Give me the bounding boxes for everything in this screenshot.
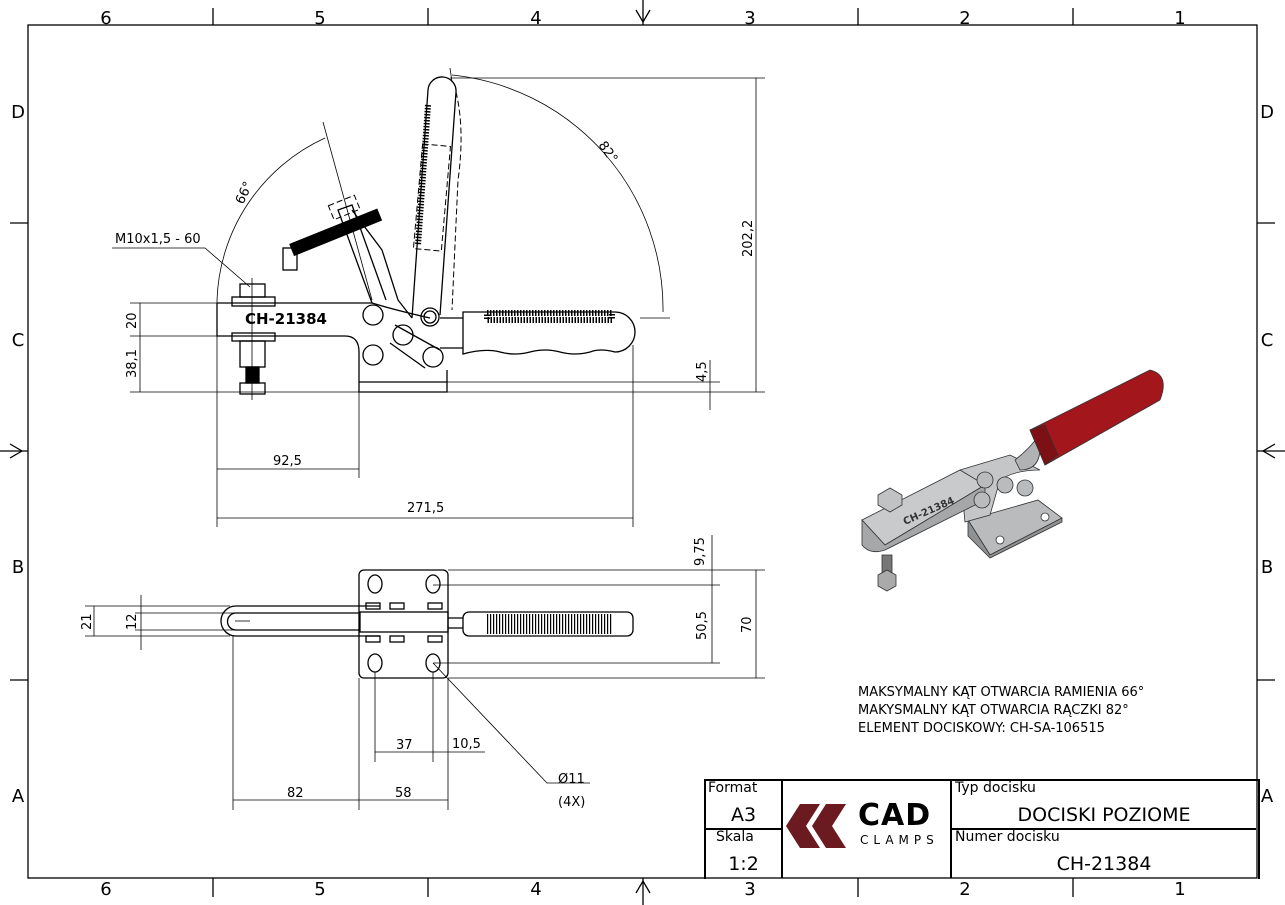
note-handle-angle: MAKYSMALNY KĄT OTWARCIA RĄCZKI 82° xyxy=(858,703,1129,718)
dim-hole-edge: 10,5 xyxy=(452,737,481,752)
spindle-bolt xyxy=(231,278,276,400)
drawing-frame xyxy=(27,24,1258,879)
arm-angle-arc xyxy=(216,137,326,301)
dim-hole-spacing-y: 50,5 xyxy=(695,611,710,640)
zone-col-6-bottom: 6 xyxy=(100,879,111,900)
mounting-holes xyxy=(367,574,441,673)
handle-angle-label: 82° xyxy=(595,139,621,166)
dim-overall-length: 271,5 xyxy=(407,501,444,516)
side-dimension-lines xyxy=(130,77,765,527)
zone-col-5-bottom: 5 xyxy=(314,879,325,900)
format-label: Format xyxy=(708,780,758,796)
arm-open-position xyxy=(282,194,413,319)
side-view: CH-21384 xyxy=(112,67,765,527)
note-clamp-element: ELEMENT DOCISKOWY: CH-SA-106515 xyxy=(858,721,1105,736)
zone-row-d-right: D xyxy=(1260,102,1274,123)
pivot-pins xyxy=(362,302,444,369)
zone-col-1-bottom: 1 xyxy=(1174,879,1185,900)
dim-hole-offset: 9,75 xyxy=(693,537,708,566)
scale-label: Skala xyxy=(716,829,754,845)
zone-row-c: C xyxy=(12,330,25,351)
logo-text: CAD xyxy=(858,798,932,833)
zone-col-3: 3 xyxy=(744,8,755,29)
dim-base-length: 58 xyxy=(395,786,412,801)
thread-callout: M10x1,5 - 60 xyxy=(115,232,201,247)
zone-labels: 6 5 4 3 2 1 6 5 4 3 2 1 D C B A D C B A xyxy=(11,8,1274,900)
top-dimension-lines xyxy=(85,535,765,810)
cad-clamps-logo: CAD CLAMPS xyxy=(786,798,948,850)
handle-angle-arc xyxy=(451,74,664,313)
zone-row-d: D xyxy=(11,102,25,123)
handle-closed xyxy=(440,310,636,355)
zone-col-4-bottom: 4 xyxy=(530,879,541,900)
type-value: DOCISKI POZIOME xyxy=(1017,804,1191,826)
zone-col-3-bottom: 3 xyxy=(744,879,755,900)
base-plate xyxy=(358,569,449,679)
notes-block: MAKSYMALNY KĄT OTWARCIA RAMIENIA 66° MAK… xyxy=(858,684,1144,738)
zone-col-5: 5 xyxy=(314,8,325,29)
scale-value: 1:2 xyxy=(728,853,759,875)
format-value: A3 xyxy=(730,804,757,826)
part-marking: CH-21384 xyxy=(245,310,327,328)
dim-total-height: 202,2 xyxy=(741,220,756,257)
dim-base-width: 70 xyxy=(740,616,755,633)
number-label: Numer docisku xyxy=(955,829,1060,845)
hole-count: (4X) xyxy=(558,795,585,810)
dim-arm-height: 38,1 xyxy=(125,349,140,378)
zone-row-c-right: C xyxy=(1261,330,1274,351)
type-label: Typ docisku xyxy=(955,780,1036,796)
dim-hole-spacing-x: 37 xyxy=(396,738,413,753)
dim-arm-reach: 82 xyxy=(287,786,304,801)
zone-col-2-bottom: 2 xyxy=(959,879,970,900)
dim-slot-width: 12 xyxy=(125,613,140,630)
zone-row-a-right: A xyxy=(1261,786,1274,807)
hole-diameter: Ø11 xyxy=(558,772,585,787)
handle-open-position xyxy=(411,76,462,319)
zone-row-a: A xyxy=(12,786,25,807)
note-arm-angle: MAKSYMALNY KĄT OTWARCIA RAMIENIA 66° xyxy=(858,685,1145,700)
dim-base-thickness: 4,5 xyxy=(695,361,710,382)
clamp-arm-body xyxy=(216,302,448,393)
zone-col-1: 1 xyxy=(1174,8,1185,29)
top-view: 9,75 50,5 70 21 12 37 10,5 82 58 Ø11 (4X… xyxy=(80,535,765,810)
number-value: CH-21384 xyxy=(1056,853,1152,875)
zone-col-2: 2 xyxy=(959,8,970,29)
zone-row-b-right: B xyxy=(1261,557,1273,578)
logo-subtext: CLAMPS xyxy=(860,833,939,847)
arm-top xyxy=(220,605,380,637)
dim-arm-width: 21 xyxy=(80,613,95,630)
zone-row-b: B xyxy=(12,557,24,578)
dim-spindle-to-base: 92,5 xyxy=(273,454,302,469)
arm-angle-label: 66° xyxy=(233,179,256,206)
dim-arm-thickness: 20 xyxy=(125,312,140,329)
handle-top xyxy=(462,611,634,637)
zone-col-4: 4 xyxy=(530,8,541,29)
isometric-render: CH-21384 xyxy=(861,369,1164,592)
zone-col-6: 6 xyxy=(100,8,111,29)
logo-mark-icon xyxy=(786,804,846,848)
